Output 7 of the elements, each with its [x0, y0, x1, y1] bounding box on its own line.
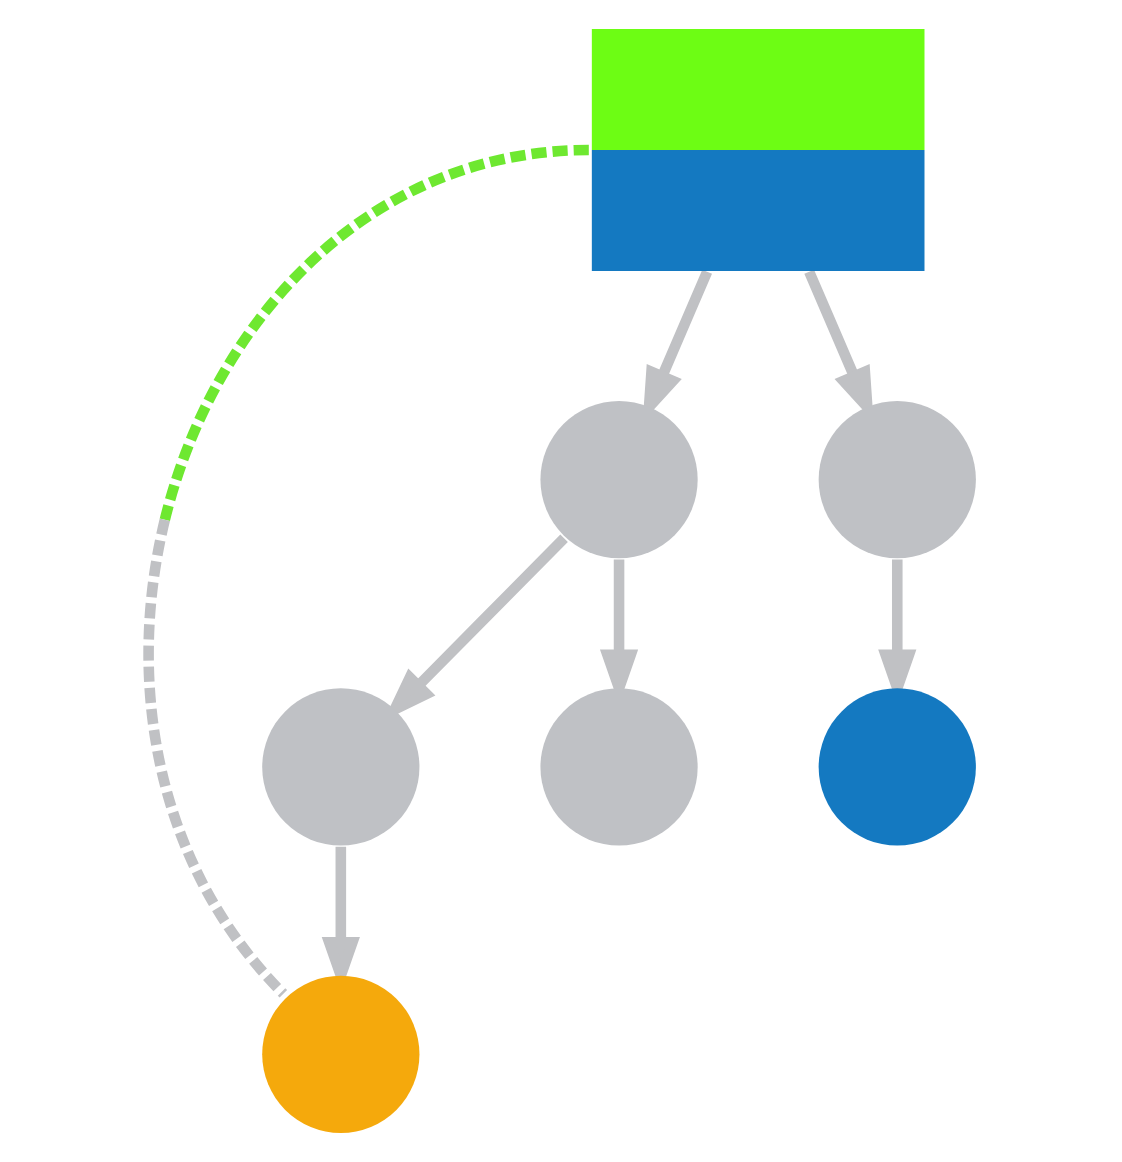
node-circle	[817, 401, 975, 559]
node-circle	[817, 688, 975, 846]
node-circle	[539, 401, 697, 559]
node-circle	[261, 688, 419, 846]
node-circle	[261, 975, 419, 1133]
connector	[142, 144, 589, 998]
node-circle	[539, 688, 697, 846]
